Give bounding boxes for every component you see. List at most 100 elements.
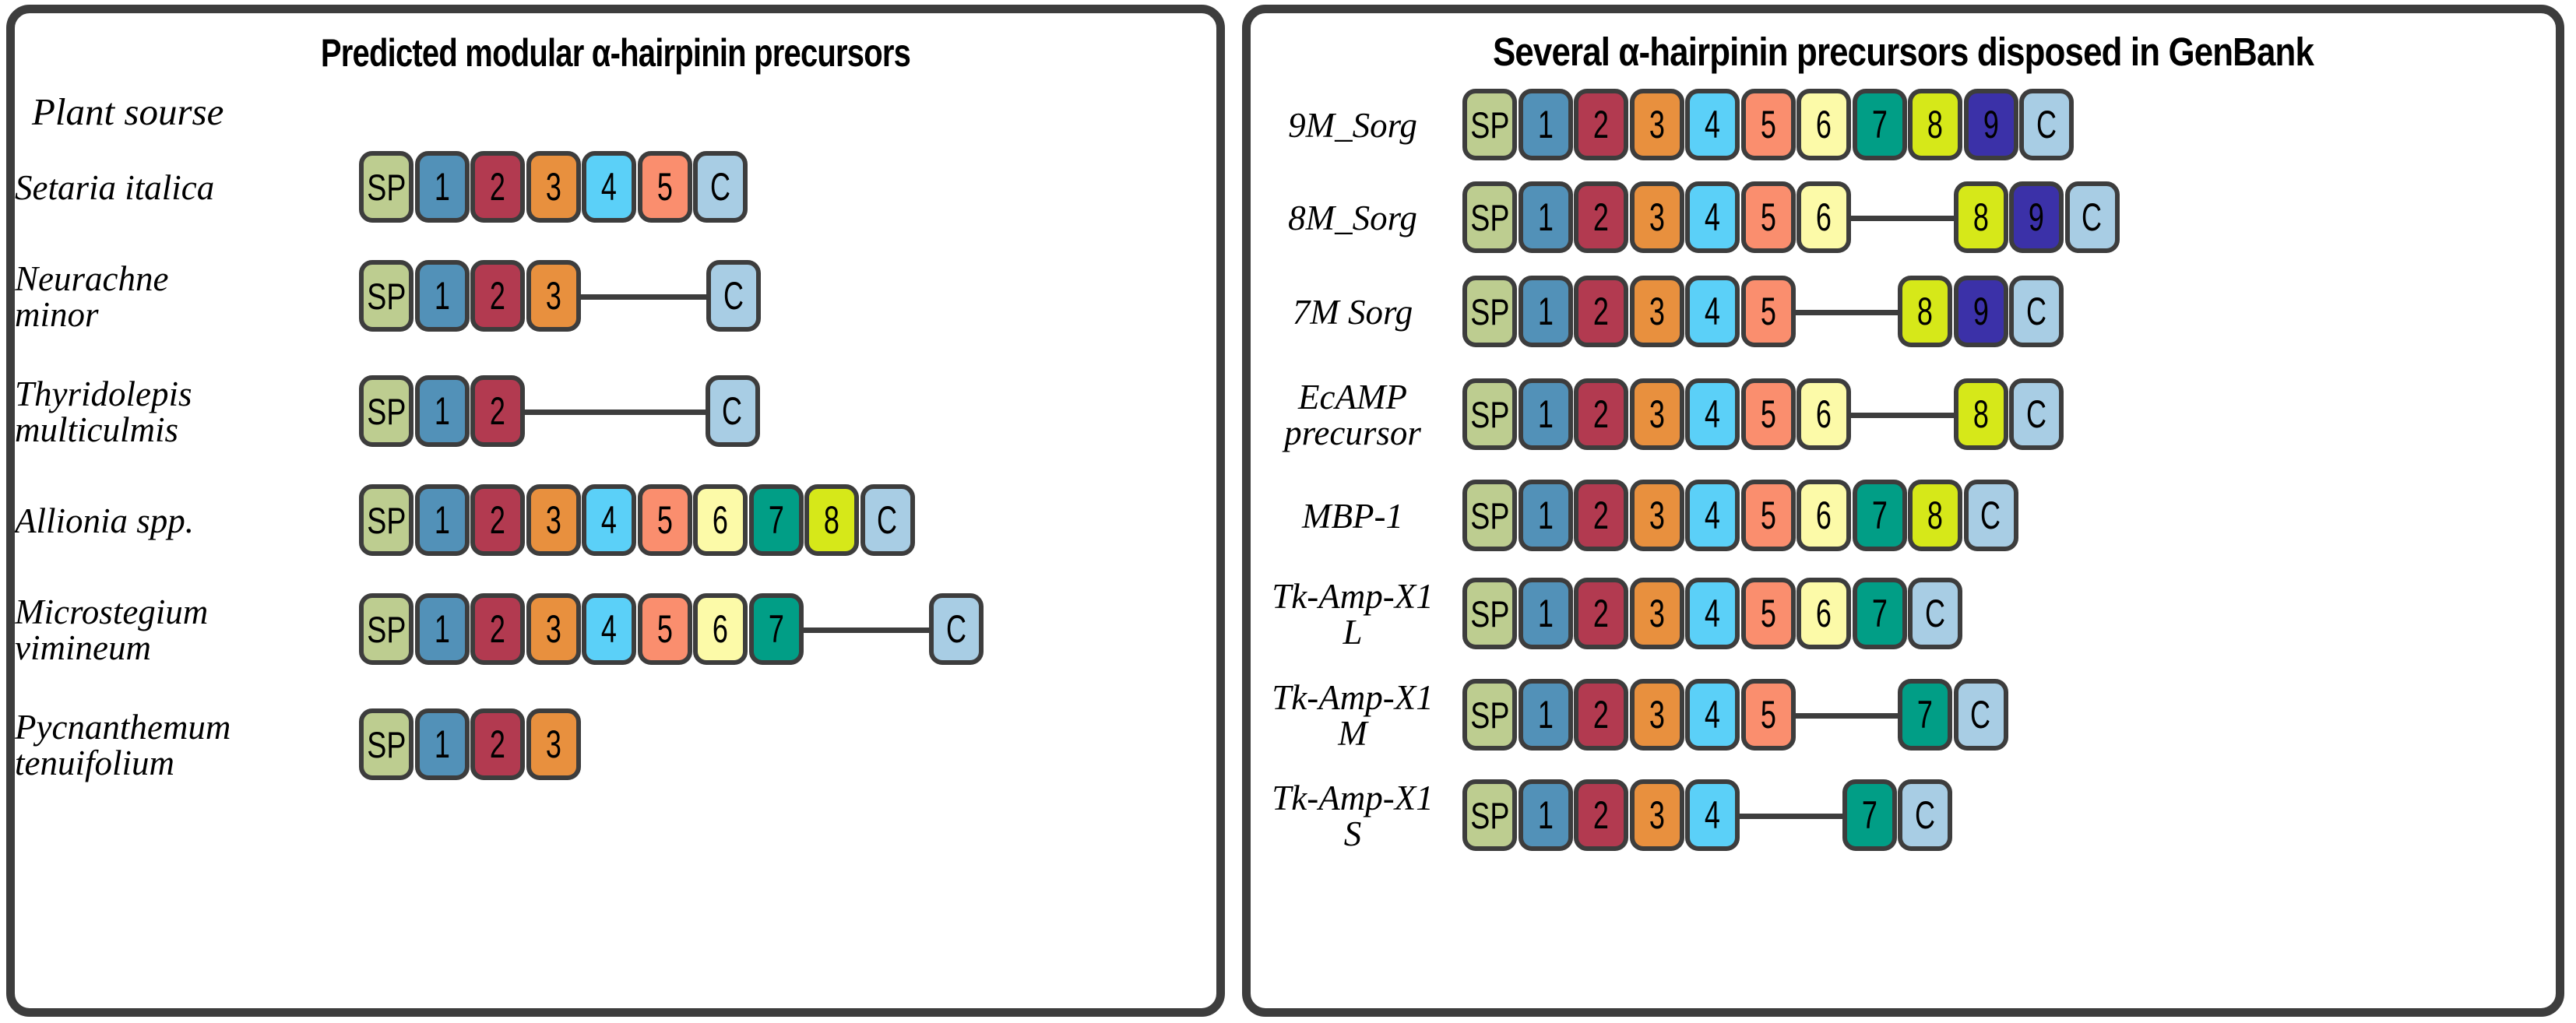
row-label: Setaria italica — [15, 168, 215, 208]
module-box-4: 4 — [1685, 578, 1740, 649]
module-box-3: 3 — [1629, 276, 1684, 347]
module-box-1: 1 — [414, 484, 470, 556]
module-box-c: C — [2009, 276, 2064, 347]
module-box-3: 3 — [526, 593, 581, 665]
module-box-5: 5 — [1740, 480, 1796, 551]
module-box-1: 1 — [1518, 181, 1573, 253]
module-box-3: 3 — [1629, 679, 1684, 751]
module-box-2: 2 — [1574, 779, 1628, 851]
module-box-3: 3 — [1629, 89, 1684, 160]
linker-line — [1849, 413, 1957, 418]
module-box-5: 5 — [1740, 181, 1796, 253]
module-box-1: 1 — [1518, 378, 1573, 450]
linker-line — [1793, 713, 1901, 719]
module-box-c: C — [2019, 89, 2074, 160]
row-label: Thyridolepis multiculmis — [15, 374, 192, 449]
module-box-1: 1 — [414, 708, 470, 780]
row-label: Tk-Amp-X1 L — [1272, 577, 1434, 652]
module-box-7: 7 — [1852, 89, 1907, 160]
module-box-sp: SP — [1462, 181, 1517, 253]
linker-line — [1737, 814, 1846, 819]
module-box-6: 6 — [1797, 578, 1851, 649]
module-box-c: C — [1898, 779, 1952, 851]
row-label: Pycnanthemum tenuifolium — [15, 708, 231, 782]
module-box-4: 4 — [1685, 181, 1740, 253]
module-box-2: 2 — [470, 484, 525, 556]
module-box-1: 1 — [1518, 89, 1573, 160]
module-box-3: 3 — [1629, 181, 1684, 253]
module-box-5: 5 — [637, 484, 692, 556]
panel-predicted-precursors: Predicted modular α-hairpinin precursors… — [6, 5, 1225, 1017]
module-box-7: 7 — [1852, 480, 1907, 551]
module-box-sp: SP — [359, 708, 413, 780]
module-box-1: 1 — [1518, 779, 1573, 851]
module-box-3: 3 — [526, 708, 581, 780]
plant-source-label: Plant sourse — [32, 90, 224, 133]
module-box-8: 8 — [1953, 181, 2008, 253]
module-box-4: 4 — [1685, 480, 1740, 551]
module-box-2: 2 — [470, 708, 525, 780]
module-box-sp: SP — [359, 484, 413, 556]
module-box-1: 1 — [1518, 480, 1573, 551]
module-box-7: 7 — [748, 593, 804, 665]
row-label: 8M_Sorg — [1288, 199, 1417, 238]
module-box-c: C — [1953, 679, 2008, 751]
module-box-8: 8 — [1908, 89, 1962, 160]
module-box-c: C — [929, 593, 984, 665]
module-box-5: 5 — [1740, 89, 1796, 160]
module-box-sp: SP — [359, 593, 413, 665]
module-box-7: 7 — [1852, 578, 1907, 649]
module-box-9: 9 — [1953, 276, 2008, 347]
module-box-2: 2 — [1574, 679, 1628, 751]
module-box-1: 1 — [414, 151, 470, 223]
module-box-4: 4 — [582, 484, 636, 556]
module-box-3: 3 — [526, 484, 581, 556]
module-box-8: 8 — [1908, 480, 1962, 551]
right-panel-title: Several α-hairpinin precursors disposed … — [1493, 30, 2314, 74]
module-box-9: 9 — [2009, 181, 2064, 253]
module-box-8: 8 — [804, 484, 859, 556]
module-box-2: 2 — [470, 151, 525, 223]
module-box-1: 1 — [1518, 276, 1573, 347]
module-box-c: C — [2009, 378, 2064, 450]
module-box-6: 6 — [693, 593, 748, 665]
module-box-6: 6 — [1797, 480, 1851, 551]
module-box-1: 1 — [1518, 679, 1573, 751]
module-box-3: 3 — [1629, 779, 1684, 851]
row-label: EcAMP precursor — [1284, 378, 1421, 452]
row-label: MBP-1 — [1302, 497, 1403, 536]
module-box-1: 1 — [414, 260, 470, 332]
module-box-5: 5 — [637, 151, 692, 223]
module-box-2: 2 — [470, 375, 525, 447]
module-box-5: 5 — [1740, 378, 1796, 450]
module-box-c: C — [2064, 181, 2120, 253]
module-box-6: 6 — [693, 484, 748, 556]
row-label: 7M Sorg — [1292, 293, 1413, 332]
module-box-1: 1 — [1518, 578, 1573, 649]
module-box-6: 6 — [1797, 181, 1851, 253]
module-box-3: 3 — [1629, 578, 1684, 649]
module-box-1: 1 — [414, 375, 470, 447]
module-box-2: 2 — [470, 593, 525, 665]
module-box-4: 4 — [1685, 89, 1740, 160]
linker-line — [1793, 310, 1901, 315]
